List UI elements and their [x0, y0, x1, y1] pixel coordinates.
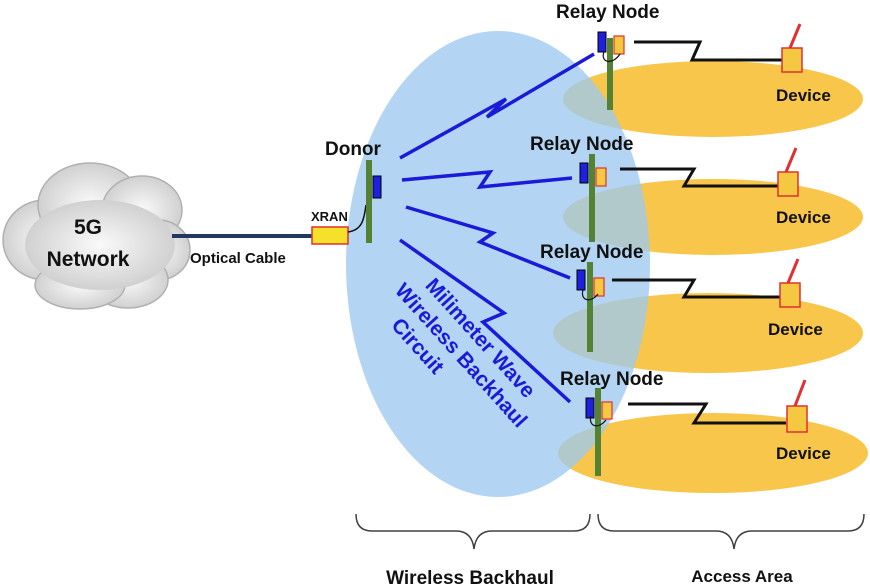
relay-label-1: Relay Node: [556, 2, 659, 23]
relay-antenna: [585, 397, 595, 419]
cloud-label-5g: 5G: [74, 216, 102, 239]
wireless-backhaul-label: Wireless Backhaul: [386, 568, 554, 587]
relay-node-3: [576, 262, 780, 352]
relay-node-1: [597, 31, 782, 110]
wireless-link-4: [398, 238, 572, 404]
donor-label: Donor: [325, 139, 382, 160]
device-label-4: Device: [776, 444, 831, 463]
xran-wire: [347, 204, 367, 233]
relay-antenna: [579, 162, 589, 184]
relay-device-link: [620, 167, 778, 188]
relay-device-link: [612, 278, 780, 299]
device-icon-1: [781, 23, 803, 73]
device-label-3: Device: [768, 320, 823, 339]
relay-radio: [595, 167, 607, 187]
relay-label-2: Relay Node: [530, 134, 633, 155]
device-icon-2: [777, 147, 799, 197]
relay-node-4: [585, 388, 786, 476]
access-area-label: Access Area: [691, 567, 793, 586]
relay-antenna: [576, 269, 586, 291]
relay-wire: [602, 51, 621, 62]
donor-mast: [366, 160, 372, 243]
relay-wire: [581, 289, 599, 301]
relay-mast: [589, 154, 595, 242]
relay-device-link: [634, 40, 782, 62]
relay-radio: [613, 35, 625, 55]
xran-label: XRAN: [311, 209, 348, 224]
xran-box: [311, 226, 349, 245]
optical-cable-label: Optical Cable: [190, 250, 286, 267]
device-icon-3: [779, 258, 801, 308]
device-label-2: Device: [776, 208, 831, 227]
access-area-1: [563, 61, 863, 137]
relay-radio: [601, 401, 613, 420]
relay-label-4: Relay Node: [560, 369, 663, 390]
relay-radio: [593, 277, 605, 297]
relay-node-2: [579, 154, 778, 242]
access-area-brace: [597, 513, 865, 550]
relay-wire: [589, 415, 607, 427]
donor-antenna: [372, 175, 382, 199]
device-label-1: Device: [776, 86, 831, 105]
relay-mast: [587, 262, 593, 352]
relay-device-link: [628, 402, 786, 425]
relay-mast: [595, 388, 601, 476]
wireless-link-2: [401, 169, 573, 190]
access-area-4: [558, 413, 868, 493]
relay-mast: [607, 38, 613, 110]
relay-antenna: [597, 31, 607, 53]
backhaul-area: [346, 31, 650, 497]
wireless-link-3: [405, 205, 571, 280]
5g-cloud-icon: [2, 162, 191, 310]
cloud-label-network: Network: [47, 248, 130, 271]
device-icon-4: [786, 379, 808, 433]
wireless-link-1: [399, 52, 595, 160]
relay-label-3: Relay Node: [540, 242, 643, 263]
wireless-backhaul-brace: [355, 513, 591, 550]
